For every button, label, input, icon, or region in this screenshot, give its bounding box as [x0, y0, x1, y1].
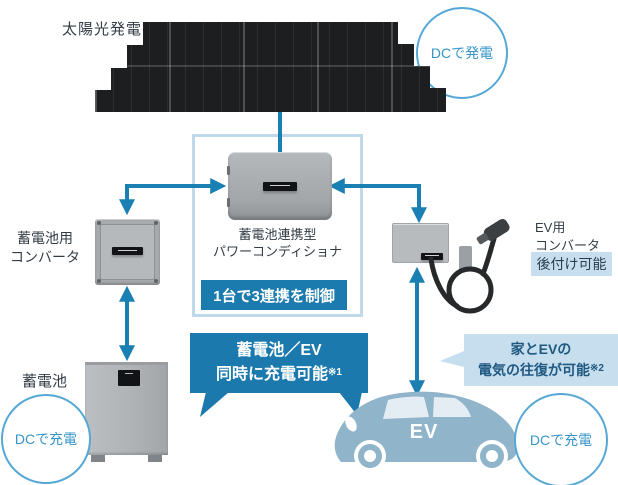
dc-charge-battery-circle: DCで充電 — [1, 394, 91, 484]
conditioner-highlight-box — [192, 134, 363, 317]
simultaneous-charge-callout: 蓄電池／EV 同時に充電可能※1 — [190, 333, 368, 393]
bubble-tail-right — [339, 392, 362, 415]
dc-charge-ev-text: DCで充電 — [529, 432, 593, 448]
battery-converter-label-line2: コンバータ — [10, 249, 80, 265]
dc-generate-circle: DCで発電 — [416, 7, 508, 99]
ev-converter-nameplate — [421, 253, 443, 260]
ev-converter-label: EV用 コンバータ — [535, 219, 600, 255]
dc-generate-text: DCで発電 — [430, 45, 494, 61]
car-headlight — [345, 416, 357, 432]
simultaneous-line1: 蓄電池／EV — [236, 342, 322, 359]
car-hub-rear — [486, 450, 498, 462]
battery-foot — [148, 455, 162, 462]
conditioner-name-line1: 蓄電池連携型 — [238, 227, 317, 242]
conditioner-port-2 — [227, 198, 230, 207]
solar-panel-label: 太陽光発電 — [62, 21, 143, 38]
connector-holder — [459, 246, 472, 271]
power-conditioner-device — [227, 152, 332, 220]
dc-charge-battery-text: DCで充電 — [14, 431, 78, 447]
car-hub-front — [364, 450, 376, 462]
simultaneous-line2: 同時に充電可能※1 — [216, 366, 342, 383]
dc-charge-ev-circle: DCで充電 — [514, 393, 608, 485]
conditioner-name: 蓄電池連携型 パワーコンディショナ — [192, 226, 363, 260]
battery-device — [85, 362, 168, 462]
car-wheel-arch-rear — [476, 440, 508, 472]
ev-converter-device — [392, 223, 449, 263]
screw-icon — [97, 279, 101, 283]
retrofit-badge: 後付け可能 — [531, 252, 612, 276]
note-2: ※2 — [590, 363, 604, 374]
round-trip-line1: 家とEVの — [510, 341, 572, 357]
car-wheel-front — [358, 444, 382, 468]
car-wheel-arch-front — [354, 440, 386, 472]
battery-foot — [91, 455, 105, 462]
car-wheel-rear — [480, 444, 504, 468]
battery-converter-device — [95, 219, 160, 285]
screw-icon — [97, 221, 101, 225]
battery-converter-label: 蓄電池用 コンバータ — [2, 229, 88, 267]
callout-tail — [440, 351, 464, 367]
battery-display — [118, 370, 140, 386]
screw-icon — [154, 221, 158, 225]
conditioner-port-1 — [227, 166, 230, 175]
screw-icon — [154, 279, 158, 283]
battery-converter-label-line1: 蓄電池用 — [17, 230, 73, 246]
ev-cable — [428, 256, 460, 309]
car-window-front — [383, 396, 429, 419]
battery-label: 蓄電池 — [22, 373, 68, 390]
ev-converter-label-line2: コンバータ — [535, 238, 601, 253]
ev-converter-label-line1: EV用 — [535, 220, 566, 235]
round-trip-line2: 電気の往復が可能※2 — [478, 362, 604, 378]
conditioner-name-line2: パワーコンディショナ — [212, 244, 343, 259]
ev-cable-coil — [446, 266, 494, 314]
solar-panel-image — [95, 22, 446, 112]
battery-converter-nameplate — [112, 247, 143, 255]
conditioner-nameplate — [263, 182, 297, 191]
car-window-rear — [433, 397, 471, 417]
bubble-tail-left — [200, 392, 229, 417]
note-1: ※1 — [328, 367, 342, 378]
charge-connector-icon — [476, 219, 510, 245]
conditioner-banner: 1台で3連携を制御 — [201, 280, 347, 310]
round-trip-callout: 家とEVの 電気の往復が可能※2 — [464, 334, 618, 386]
ev-cable-end — [480, 236, 497, 277]
ev-label: EV — [409, 421, 439, 443]
